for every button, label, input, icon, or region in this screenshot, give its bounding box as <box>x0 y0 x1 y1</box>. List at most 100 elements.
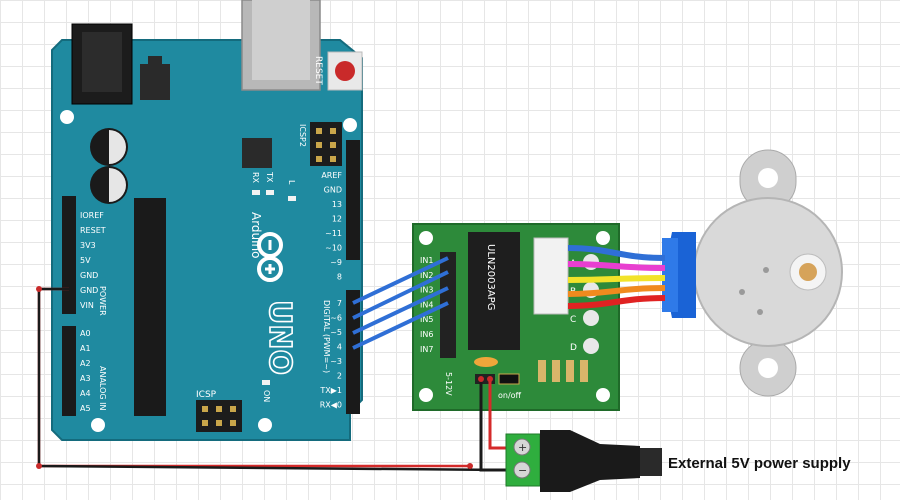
mounting-hole <box>419 231 433 245</box>
analog-pin-label: A4 <box>80 389 91 398</box>
motor-shaft <box>799 263 817 281</box>
signal-wire-in4 <box>352 301 449 350</box>
rx-led <box>252 190 260 195</box>
ground-wire-black <box>37 287 506 472</box>
atmega-chip <box>134 198 166 416</box>
power-pins[interactable] <box>475 374 495 384</box>
rx-label: RX <box>251 172 260 184</box>
motor-wire-yellow <box>567 275 666 283</box>
power-wire-red <box>488 379 512 450</box>
minus-sign: − <box>518 464 527 477</box>
led-label: C <box>570 315 576 325</box>
analog-pin-label: A0 <box>80 329 91 338</box>
power-pin-label: RESET <box>80 226 106 235</box>
digital-pin-label: ~5 <box>330 328 342 337</box>
icsp2-label: ICSP2 <box>298 124 307 147</box>
power-pin-labels: IOREF RESET 3V3 5V GND GND VIN <box>80 211 106 310</box>
signal-wire-in3 <box>352 286 449 335</box>
power-pin-label: 3V3 <box>80 241 96 250</box>
voltage-regulator-tab <box>148 56 162 66</box>
resistor <box>552 360 560 382</box>
mounting-hole <box>343 118 357 132</box>
digital-header-top <box>346 140 360 260</box>
on-off-jumper[interactable] <box>498 373 520 385</box>
resistor <box>580 360 588 382</box>
l-led <box>288 196 296 201</box>
voltage-regulator <box>140 64 170 100</box>
analog-header <box>62 326 76 416</box>
digital-pin-label: ~10 <box>325 244 342 253</box>
analog-pin-label: A2 <box>80 359 91 368</box>
arduino-uno-board: RESET ICSP2 RX TX L <box>51 0 363 441</box>
power-pin-label: GND <box>80 271 98 280</box>
power-pin-label: IOREF <box>80 211 104 220</box>
digital-pin-label: ~9 <box>330 258 342 267</box>
icsp2-header <box>310 122 342 166</box>
voltage-label: 5-12V <box>444 372 453 396</box>
mounting-hole <box>91 418 105 432</box>
driver-input-label: IN7 <box>420 345 433 354</box>
uno-text: UNO <box>262 300 297 375</box>
l-label: L <box>287 180 296 185</box>
tx-led <box>266 190 274 195</box>
digital-label: DIGITAL (PWM=~) <box>322 300 331 373</box>
power-header <box>62 196 76 314</box>
analog-pin-label: A5 <box>80 404 91 413</box>
digital-pin-label: 4 <box>337 343 342 352</box>
digital-pin-label: 13 <box>332 200 342 209</box>
driver-input-label: IN1 <box>420 256 433 265</box>
driver-input-label: IN6 <box>420 330 433 339</box>
usb-chip <box>242 138 272 168</box>
mounting-hole <box>419 388 433 402</box>
reset-button-cap[interactable] <box>335 61 355 81</box>
digital-pin-label: TX▶1 <box>319 386 342 395</box>
signal-wire-in1 <box>352 256 449 305</box>
digital-pin-label: 7 <box>337 299 342 308</box>
mounting-hole <box>596 388 610 402</box>
signal-wire-in2 <box>352 270 449 320</box>
mounting-hole <box>596 231 610 245</box>
reset-label: RESET <box>313 56 323 85</box>
usb-connector-inner <box>252 0 310 80</box>
mounting-hole <box>60 110 74 124</box>
motor-wires <box>567 245 666 309</box>
chip-label: ULN2003APG <box>485 244 496 310</box>
motor-mount-hole <box>758 358 778 378</box>
digital-pin-label: 2 <box>337 372 342 381</box>
analog-pin-label: A1 <box>80 344 91 353</box>
capacitor-stripe <box>109 130 126 164</box>
motor-wire-red <box>567 295 666 309</box>
digital-pin-label: AREF <box>321 171 342 180</box>
power-pin-label: GND <box>80 286 98 295</box>
terminal-minus[interactable] <box>513 461 531 479</box>
motor-wire-orange <box>567 285 666 297</box>
jack-barrel <box>640 448 662 476</box>
terminal-plus[interactable] <box>513 438 531 456</box>
motor-wire-blue <box>567 245 666 261</box>
uln2003-chip <box>468 232 520 350</box>
power-pin-label: 5V <box>80 256 91 265</box>
motor-connector[interactable] <box>533 237 569 315</box>
power-pin-label: VIN <box>80 301 94 310</box>
digital-pin-label: ~11 <box>325 229 342 238</box>
stepper-motor <box>662 149 843 397</box>
driver-input-label: IN3 <box>420 286 433 295</box>
motor-wire-pink <box>567 261 666 271</box>
power-wire-black <box>479 379 512 472</box>
driver-input-label: IN5 <box>420 315 433 324</box>
dc-power-jack: + − + − <box>505 430 662 492</box>
on-label: ON <box>262 390 271 402</box>
digital-pin-label: ~6 <box>330 314 342 323</box>
capacitor-stripe <box>109 168 126 202</box>
arduino-logo <box>257 232 283 282</box>
icsp-label: ICSP <box>196 390 217 400</box>
digital-pin-label: 8 <box>337 273 342 282</box>
dc-jack-inner <box>82 32 122 92</box>
jack-housing <box>540 430 640 492</box>
digital-pin-label: ~3 <box>330 357 342 366</box>
